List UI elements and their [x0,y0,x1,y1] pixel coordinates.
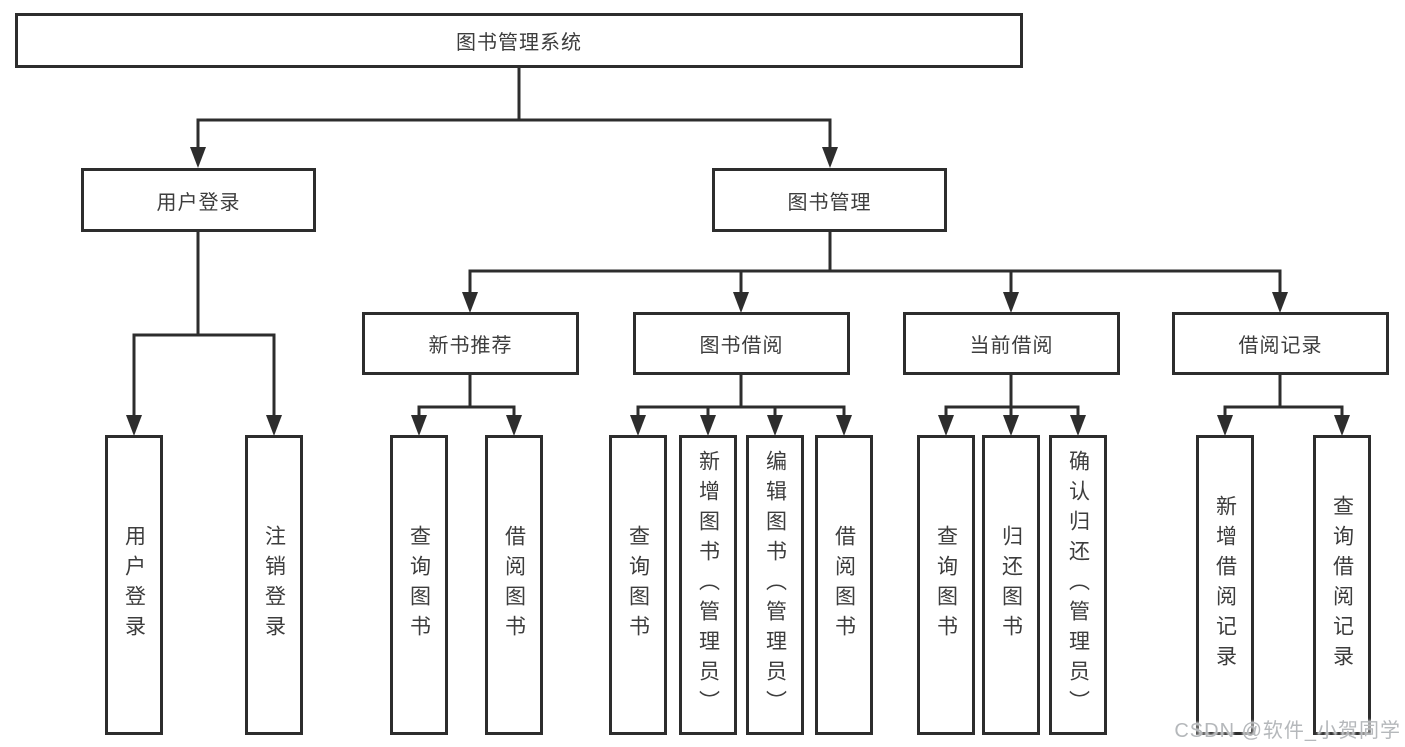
arrowhead-icon [506,415,522,436]
arrowhead-icon [938,415,954,436]
node-edit-books-admin: 编辑图书（管理员） [746,435,804,735]
node-label: 确认归还（管理员） [1066,450,1090,720]
node-label: 查询图书 [407,525,431,645]
node-label: 新增图书（管理员） [696,450,720,720]
node-borrow-books-recommend: 借阅图书 [485,435,543,735]
node-label: 查询图书 [934,525,958,645]
arrowhead-icon [1003,292,1019,313]
node-query-borrow-record: 查询借阅记录 [1313,435,1371,735]
node-label: 查询借阅记录 [1330,495,1354,675]
node-label: 归还图书 [999,525,1023,645]
arrowhead-icon [836,415,852,436]
arrowhead-icon [767,415,783,436]
node-label: 查询图书 [626,525,650,645]
node-query-books-recommend: 查询图书 [390,435,448,735]
node-label: 借阅图书 [832,525,856,645]
arrowhead-icon [1070,415,1086,436]
node-new-book-recommend: 新书推荐 [362,312,579,375]
arrowhead-icon [733,292,749,313]
arrowhead-icon [266,415,282,436]
node-book-management: 图书管理 [712,168,947,232]
node-label: 图书管理系统 [456,32,582,54]
node-borrow-records: 借阅记录 [1172,312,1389,375]
node-label: 用户登录 [156,191,241,214]
node-query-books-borrow: 查询图书 [609,435,667,735]
arrowhead-icon [1003,415,1019,436]
arrowhead-icon [190,147,206,168]
node-current-borrowing: 当前借阅 [903,312,1120,375]
node-borrow-books: 借阅图书 [815,435,873,735]
node-label: 借阅记录 [1238,335,1323,357]
node-label: 新增借阅记录 [1213,495,1237,675]
node-label: 新书推荐 [428,335,513,357]
node-label: 编辑图书（管理员） [763,450,787,720]
node-label: 当前借阅 [969,335,1054,357]
node-label: 注销登录 [262,525,286,645]
arrowhead-icon [822,147,838,168]
tree-branch-lines [132,68,1344,418]
arrowhead-icons [126,147,1350,436]
arrowhead-icon [700,415,716,436]
node-library-management-system: 图书管理系统 [15,13,1023,68]
node-label: 图书管理 [787,191,872,214]
arrowhead-icon [411,415,427,436]
arrowhead-icon [1334,415,1350,436]
node-add-books-admin: 新增图书（管理员） [679,435,737,735]
arrowhead-icon [462,292,478,313]
node-user-login: 用户登录 [81,168,316,232]
node-return-books: 归还图书 [982,435,1040,735]
arrowhead-icon [1272,292,1288,313]
node-query-books-current: 查询图书 [917,435,975,735]
node-label: 用户登录 [122,525,146,645]
arrowhead-icon [630,415,646,436]
node-label: 图书借阅 [699,335,784,357]
node-logout: 注销登录 [245,435,303,735]
node-add-borrow-record: 新增借阅记录 [1196,435,1254,735]
node-confirm-return-admin: 确认归还（管理员） [1049,435,1107,735]
arrowhead-icon [1217,415,1233,436]
node-label: 借阅图书 [502,525,526,645]
csdn-watermark: CSDN @软件_小贺同学 [1174,720,1401,742]
node-book-borrowing: 图书借阅 [633,312,850,375]
node-user-login-leaf: 用户登录 [105,435,163,735]
arrowhead-icon [126,415,142,436]
